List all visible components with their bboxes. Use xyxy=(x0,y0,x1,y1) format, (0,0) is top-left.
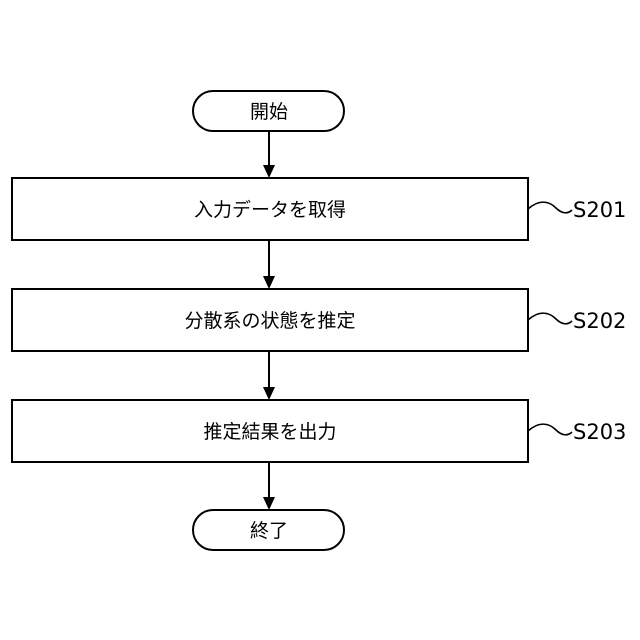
step-id-leader-s202 xyxy=(528,313,572,324)
process-step-s202-label: 分散系の状態を推定 xyxy=(184,310,355,332)
arrow-s201-to-s202 xyxy=(263,240,275,289)
process-step-s201: 入力データを取得 xyxy=(12,178,528,240)
step-id-s202: S202 xyxy=(573,309,626,333)
process-step-s203: 推定結果を出力 xyxy=(12,400,528,462)
end-label: 終了 xyxy=(250,520,288,542)
process-step-s201-label: 入力データを取得 xyxy=(194,199,346,221)
step-id-leader-s203 xyxy=(528,424,572,435)
start-terminal: 開始 xyxy=(193,91,344,131)
arrow-s203-to-end xyxy=(263,462,275,510)
step-id-s203: S203 xyxy=(573,420,626,444)
end-terminal: 終了 xyxy=(193,510,344,550)
arrow-s202-to-s203 xyxy=(263,351,275,400)
process-step-s203-label: 推定結果を出力 xyxy=(203,421,336,443)
process-step-s202: 分散系の状態を推定 xyxy=(12,289,528,351)
start-label: 開始 xyxy=(250,101,288,123)
step-id-s201: S201 xyxy=(573,198,626,222)
arrow-start-to-s201 xyxy=(263,131,275,178)
step-id-leader-s201 xyxy=(528,202,572,213)
